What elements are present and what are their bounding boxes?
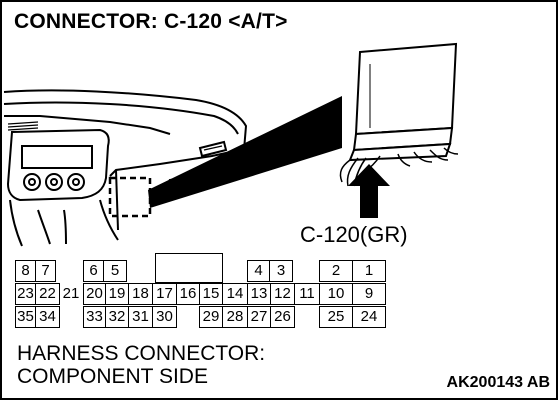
location-marker [108, 176, 152, 218]
pin-11: 11 [294, 283, 320, 305]
control-unit-drawing [348, 42, 458, 162]
pin-31: 31 [128, 306, 153, 328]
pin-29: 29 [199, 306, 223, 328]
diagram-title: CONNECTOR: C-120 <A/T> [14, 10, 288, 33]
pin-6: 6 [83, 260, 104, 282]
figure-code: AK200143 AB [446, 374, 550, 391]
pin-17: 17 [152, 283, 177, 305]
pin-19: 19 [105, 283, 129, 305]
pin-5: 5 [103, 260, 127, 282]
pin-30: 30 [152, 306, 177, 328]
pin-18: 18 [128, 283, 153, 305]
pin-16: 16 [176, 283, 200, 305]
connector-label: C-120(GR) [300, 222, 408, 247]
pin-27: 27 [247, 306, 271, 328]
pin-22: 22 [35, 283, 60, 305]
pin-25: 25 [319, 306, 353, 328]
pin-33: 33 [83, 306, 106, 328]
pin-1: 1 [352, 260, 386, 282]
pin-24: 24 [352, 306, 386, 328]
pin-3: 3 [269, 260, 293, 282]
pin-34: 34 [35, 306, 60, 328]
pin-8: 8 [15, 260, 36, 282]
pin-12: 12 [270, 283, 295, 305]
pin-10: 10 [319, 283, 353, 305]
zoom-wedge [148, 96, 342, 208]
caption-harness-connector: HARNESS CONNECTOR: [17, 342, 266, 365]
pin-23: 23 [15, 283, 36, 305]
pin-26: 26 [270, 306, 295, 328]
pin-15: 15 [199, 283, 223, 305]
dashboard-vents [7, 121, 223, 151]
pin-13: 13 [247, 283, 271, 305]
pin-9: 9 [352, 283, 386, 305]
pin-14: 14 [222, 283, 248, 305]
pin-20: 20 [83, 283, 106, 305]
pin-35: 35 [15, 306, 36, 328]
pin-32: 32 [105, 306, 129, 328]
pin-21: 21 [62, 285, 80, 302]
arrow-indicator [348, 164, 390, 218]
pin-7: 7 [35, 260, 56, 282]
connector-key [155, 253, 223, 283]
pin-2: 2 [319, 260, 353, 282]
caption-component-side: COMPONENT SIDE [17, 365, 208, 388]
pin-4: 4 [247, 260, 270, 282]
pin-28: 28 [222, 306, 248, 328]
